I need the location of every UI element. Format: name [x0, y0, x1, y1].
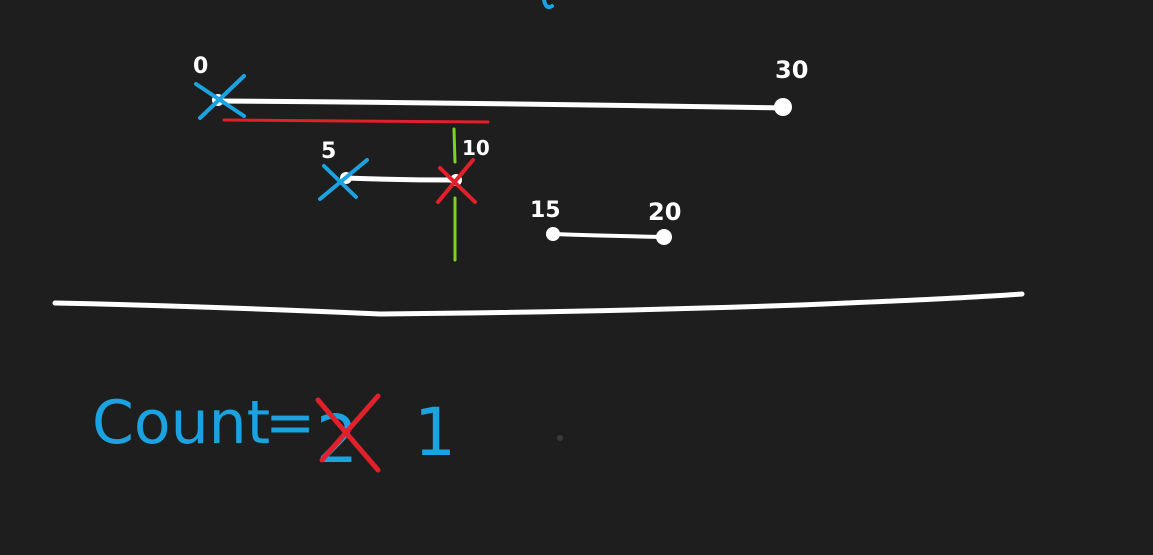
interval-line	[343, 175, 459, 183]
count-expression: Count = 2 1	[92, 388, 456, 478]
blue-stroke-fragment	[542, 0, 554, 10]
interval-5-10: 5 10	[318, 127, 490, 262]
cursor-dot	[557, 435, 563, 441]
interval-15-20: 15 20	[530, 198, 681, 245]
red-underline	[222, 118, 490, 124]
green-vertical-line	[452, 127, 457, 262]
count-word: Count	[92, 388, 270, 458]
blue-cross-mark	[318, 158, 369, 201]
red-cross-mark	[436, 158, 477, 204]
label-start: 5	[321, 139, 336, 164]
label-end: 10	[462, 136, 490, 160]
label-end: 20	[648, 198, 681, 226]
new-count-value: 1	[414, 394, 456, 471]
label-start: 15	[530, 198, 561, 223]
interval-0-30: 0 30	[193, 54, 808, 120]
divider-line	[52, 291, 1025, 317]
blue-cross-mark	[194, 74, 246, 120]
interval-line	[551, 232, 666, 239]
endpoint-end	[656, 229, 672, 245]
label-start: 0	[193, 54, 208, 79]
equals-sign: =	[265, 388, 315, 458]
endpoint-end	[774, 98, 792, 116]
endpoint-start	[546, 227, 560, 241]
red-strike-mark	[315, 393, 381, 473]
interval-line	[215, 98, 786, 111]
label-end: 30	[775, 56, 808, 84]
